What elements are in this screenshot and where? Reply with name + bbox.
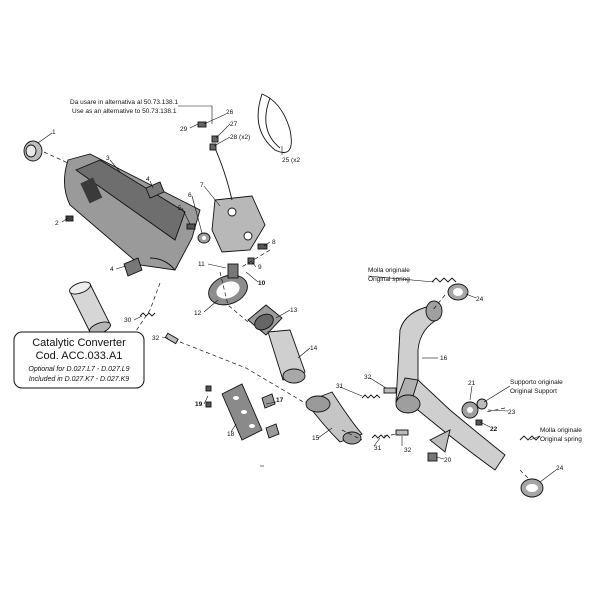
bracket-part bbox=[211, 195, 266, 253]
spring-note-top-en: Original spring bbox=[368, 276, 410, 283]
catalytic-converter-box bbox=[13, 331, 145, 389]
cable-tie-part bbox=[257, 93, 292, 153]
part-label-8: 8 bbox=[272, 239, 276, 246]
y-collector-part bbox=[395, 300, 506, 471]
tube-part bbox=[267, 329, 306, 384]
catalytic-code: Cod. ACC.033.A1 bbox=[36, 350, 123, 362]
screw-part bbox=[65, 215, 74, 222]
spring-note-top-it: Molla originale bbox=[368, 267, 410, 274]
part-label-6: 6 bbox=[188, 192, 192, 199]
part-label-1: 1 bbox=[52, 129, 56, 136]
pin-part bbox=[164, 332, 409, 436]
notes: Da usare in alternativa al 50.73.138.1 U… bbox=[70, 99, 582, 443]
part-label-13: 13 bbox=[290, 307, 298, 314]
part-label-25: 25 (x2 bbox=[282, 157, 300, 164]
part-label-32a: 32 bbox=[152, 335, 160, 342]
part-label-32b: 32 bbox=[364, 374, 372, 381]
hex-bolt-part bbox=[427, 452, 438, 462]
part-label-23: 23 bbox=[508, 409, 516, 416]
part-label-21: 21 bbox=[468, 380, 476, 387]
assembly-lines bbox=[43, 151, 531, 481]
outlet-ring-part bbox=[447, 283, 544, 498]
part-label-22: 22 bbox=[490, 426, 498, 433]
part-label-24a: 24 bbox=[476, 296, 484, 303]
mid-pipe-part bbox=[305, 391, 363, 445]
part-label-7: 7 bbox=[200, 182, 204, 189]
cable-part bbox=[197, 121, 233, 201]
part-label-11: 11 bbox=[198, 261, 205, 268]
muffler-part bbox=[64, 153, 201, 271]
catalytic-converter-callout: Catalytic Converter Cod. ACC.033.A1 Opti… bbox=[13, 281, 145, 389]
support-note-it: Supporto originale bbox=[510, 379, 563, 386]
part-label-16: 16 bbox=[440, 355, 448, 362]
part-label-26: 26 bbox=[226, 109, 234, 116]
clip-bracket-part bbox=[261, 393, 280, 439]
rivet-part bbox=[186, 223, 196, 230]
leader-lines bbox=[37, 105, 557, 483]
end-ring-part bbox=[23, 140, 43, 162]
catalytic-converter-part bbox=[69, 281, 111, 335]
part-label-2: 2 bbox=[55, 220, 59, 227]
catalytic-included: Included in D.027.K7 - D.027.K9 bbox=[29, 376, 130, 383]
part-label-12: 12 bbox=[194, 310, 202, 317]
support-part bbox=[461, 398, 488, 426]
part-label-14: 14 bbox=[310, 345, 318, 352]
part-label-20: 20 bbox=[444, 457, 452, 464]
part-label-10: 10 bbox=[258, 280, 266, 287]
part-label-9: 9 bbox=[258, 264, 262, 271]
part-label-28: 28 (x2) bbox=[230, 134, 250, 141]
part-label-32c: 32 bbox=[404, 447, 412, 454]
part-label-24b: 24 bbox=[556, 465, 564, 472]
part-label-15: 15 bbox=[312, 435, 320, 442]
part-label-5: 5 bbox=[178, 205, 182, 212]
washer-part bbox=[197, 232, 211, 244]
part-label-27: 27 bbox=[230, 121, 238, 128]
part-label-3: 3 bbox=[106, 155, 110, 162]
spring-part bbox=[139, 277, 541, 441]
alternative-note-en: Use as an alternative to 50.73.138.1 bbox=[72, 108, 177, 115]
part-label-30: 30 bbox=[124, 317, 132, 324]
catalytic-title: Catalytic Converter bbox=[32, 337, 126, 349]
part-label-29: 29 bbox=[180, 126, 188, 133]
alternative-note-it: Da usare in alternativa al 50.73.138.1 bbox=[70, 99, 178, 106]
part-label-18: 18 bbox=[227, 431, 235, 438]
spring-note-bottom-it: Molla originale bbox=[540, 427, 582, 434]
part-label-4b: 4 bbox=[110, 266, 114, 273]
spring-note-bottom-en: Original spring bbox=[540, 436, 582, 443]
part-label-31b: 31 bbox=[374, 445, 382, 452]
part-label-17: 17 bbox=[276, 397, 284, 404]
part-label-31a: 31 bbox=[336, 383, 344, 390]
clamp-band-part bbox=[208, 263, 248, 306]
part-label-19: 19 bbox=[195, 401, 203, 408]
clip-part bbox=[123, 181, 165, 277]
part-label-4a: 4 bbox=[146, 176, 150, 183]
catalytic-optional: Optional for D.027.L7 - D.027.L9 bbox=[28, 366, 129, 373]
sleeve-part bbox=[247, 304, 283, 336]
support-note-en: Original Support bbox=[510, 388, 557, 395]
part-labels: 1 2 3 4 4 5 6 7 8 9 10 11 12 13 14 15 16… bbox=[52, 109, 564, 472]
